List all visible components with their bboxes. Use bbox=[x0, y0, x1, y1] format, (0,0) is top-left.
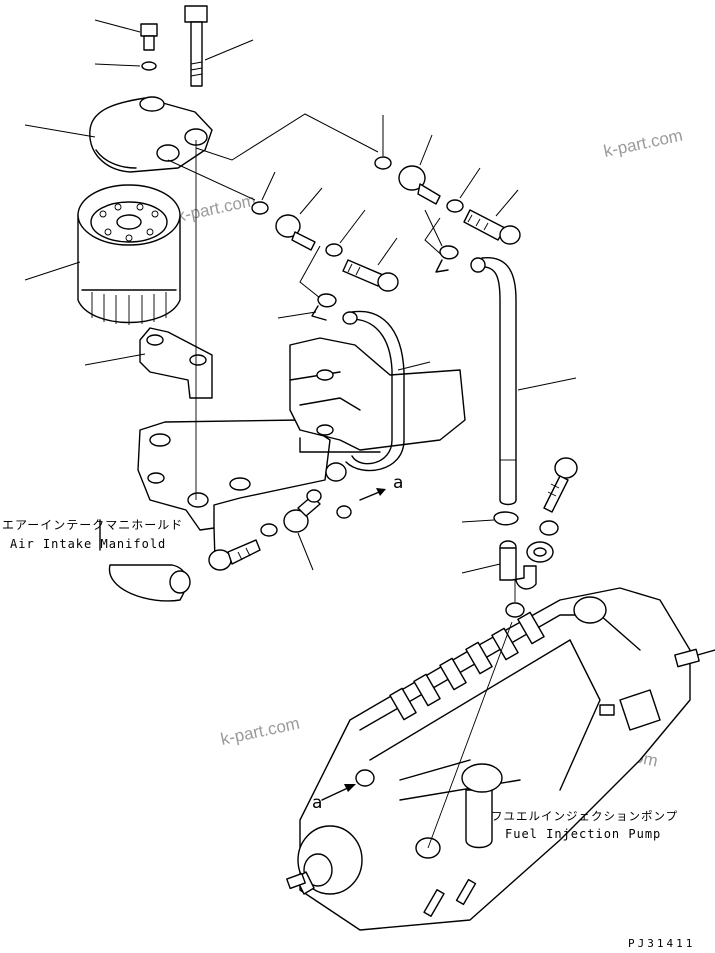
delivery-valves bbox=[389, 611, 545, 721]
view-arrow-lower: a bbox=[312, 784, 356, 813]
svg-text:Fuel Injection Pump: Fuel Injection Pump bbox=[505, 827, 661, 841]
banjo-bolt-a bbox=[463, 209, 521, 245]
fuel-pump-label: フユエルインジェクションポンプ Fuel Injection Pump bbox=[491, 809, 678, 841]
bolt-lower-left bbox=[208, 539, 261, 571]
svg-text:フユエルインジェクションポンプ: フユエルインジェクションポンプ bbox=[491, 809, 678, 823]
clip-left bbox=[311, 293, 337, 321]
air-intake-label: エアーインテークマニホールド Air Intake Manifold bbox=[2, 518, 183, 551]
view-arrow-upper: a bbox=[359, 473, 403, 501]
clip-right bbox=[435, 245, 459, 273]
svg-text:a: a bbox=[312, 793, 322, 813]
fuel-injection-pump bbox=[286, 587, 715, 931]
svg-text:Air Intake Manifold: Air Intake Manifold bbox=[10, 537, 166, 551]
watermark-1: k-part.com bbox=[602, 126, 684, 161]
washer-d bbox=[505, 602, 525, 618]
banjo-bolt-c bbox=[543, 457, 578, 513]
svg-text:エアーインテークマニホールド: エアーインテークマニホールド bbox=[2, 518, 183, 532]
washer-b1 bbox=[251, 201, 269, 215]
clip-lower bbox=[493, 511, 519, 526]
leader-lines bbox=[24, 19, 577, 574]
washer-e1 bbox=[260, 523, 278, 537]
banjo-bolt-b bbox=[342, 259, 399, 292]
bracket bbox=[139, 327, 213, 399]
washer-a1 bbox=[374, 156, 392, 170]
filter-cartridge bbox=[77, 184, 181, 325]
eye-joint-b bbox=[275, 214, 316, 251]
washer-b2 bbox=[325, 243, 343, 257]
long-bolt-top bbox=[184, 5, 208, 87]
washer-a2 bbox=[446, 199, 464, 213]
washer-top bbox=[141, 61, 157, 71]
elbow-fitting bbox=[499, 540, 554, 590]
svg-text:a: a bbox=[393, 473, 403, 493]
engine-housing bbox=[289, 337, 466, 453]
air-intake-manifold bbox=[99, 419, 331, 602]
washer-e2 bbox=[336, 505, 352, 519]
washer-c bbox=[539, 520, 559, 536]
watermark-3: k-part.com bbox=[219, 714, 301, 749]
drawing-code: PJ31411 bbox=[628, 937, 695, 950]
fuel-hose-middle bbox=[325, 310, 405, 482]
small-bolt-top bbox=[140, 23, 158, 51]
eye-joint-a bbox=[398, 165, 441, 205]
fuel-hose-long bbox=[470, 257, 517, 506]
eye-fitting-lower bbox=[283, 489, 322, 533]
filter-head bbox=[89, 96, 213, 173]
